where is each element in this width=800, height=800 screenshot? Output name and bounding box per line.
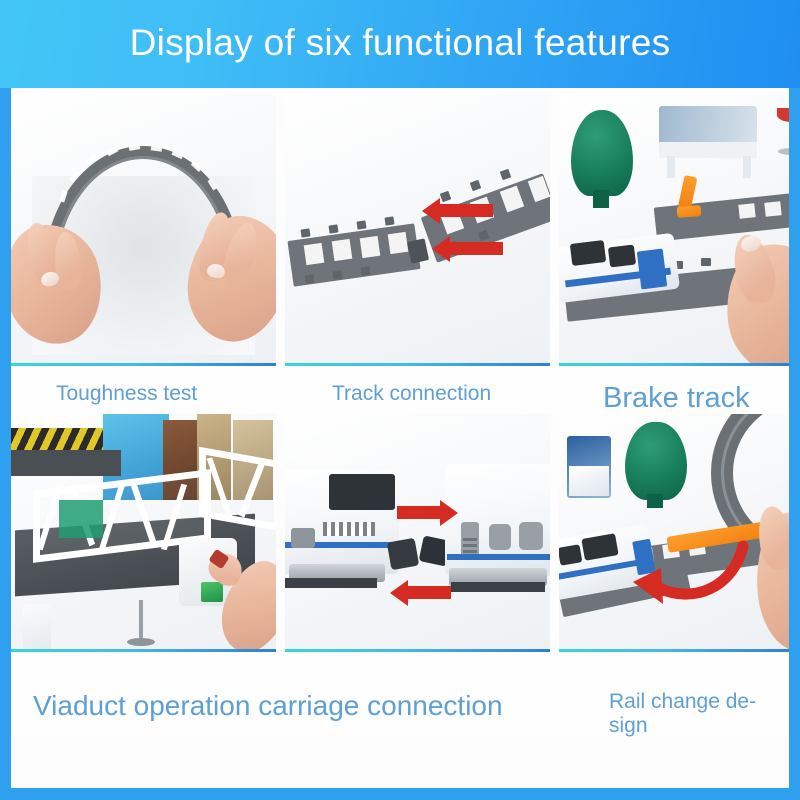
photo-toughness-test [11,94,276,366]
feature-cell-brake-track [559,94,789,366]
caption-row-1: Toughness test Track connection Brake tr… [11,366,789,415]
caption-toughness-test: Toughness test [56,382,198,405]
arrow-connect-upper [435,204,493,217]
toy-tree [625,422,687,501]
feature-cell-viaduct-operation [11,414,276,653]
feature-cell-toughness-test [11,94,276,366]
feature-cell-rail-change-design [559,414,789,653]
feature-cell-carriage-connection [285,414,550,653]
arrow-couple-left [403,586,451,600]
photo-track-connection [285,94,550,366]
caption-brake-track: Brake track [603,382,750,414]
feature-board: Toughness test Track connection Brake tr… [11,88,789,788]
board-wrapper: Toughness test Track connection Brake tr… [0,88,800,800]
arrow-connect-lower [445,242,503,255]
photo-carriage-connection [285,414,550,653]
page-title: Display of six functional features [129,21,671,63]
photo-rail-change-design [559,414,789,653]
viaduct-green-button[interactable] [201,582,223,603]
photo-brake-track [559,94,789,366]
photo-viaduct-operation [11,414,276,653]
feature-cell-track-connection [285,94,550,366]
arrow-rail-direction [633,540,749,605]
arrow-couple-right [397,506,445,520]
caption-viaduct-operation-carriage-connection: Viaduct operation carriage connection [33,690,503,722]
caption-track-connection: Track connection [332,382,492,405]
caption-rail-change-design: Rail change de- sign [609,690,757,737]
poster-banner: Display of six functional features [0,0,800,88]
caption-row-2: Viaduct operation carriage connection Ra… [11,652,789,738]
feature-row-2 [11,414,789,653]
feature-row-1 [11,94,789,366]
toy-tree [571,110,633,196]
